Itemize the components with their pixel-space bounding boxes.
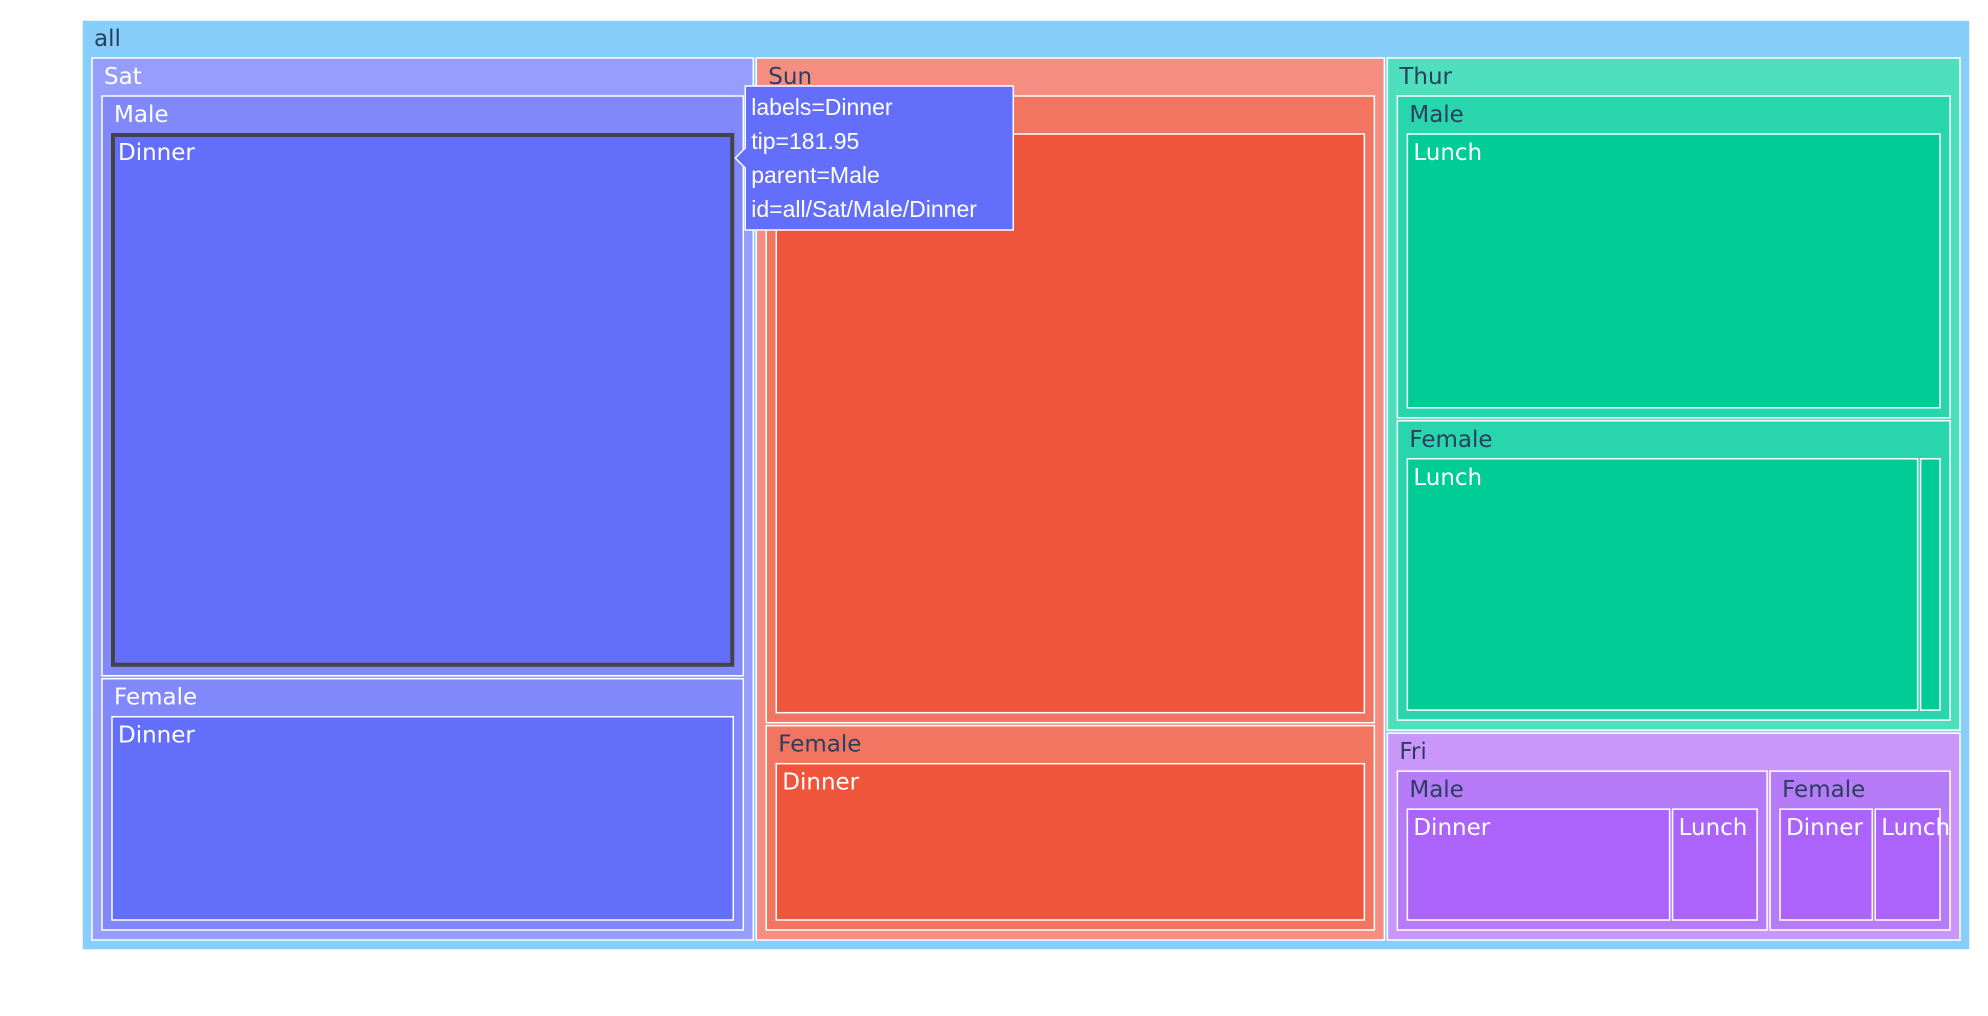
tile-label-all-thur-male: Male — [1409, 102, 1463, 128]
tile-label-all-sun-female-dinner: Dinner — [782, 770, 859, 796]
tile-label-all-fri-male: Male — [1409, 777, 1463, 803]
tooltip-line: parent=Male — [751, 162, 880, 188]
tile-label-all-fri-male-dinner: Dinner — [1413, 815, 1490, 841]
tile-label-all-fri: Fri — [1399, 739, 1426, 765]
hover-tooltip: labels=Dinner tip=181.95 parent=Male id=all… — [734, 85, 1015, 231]
tile-label-all-thur-female: Female — [1409, 427, 1492, 453]
tile-label-all-sun-female: Female — [778, 732, 861, 758]
tile-rect-all-fri-male-dinner[interactable] — [1406, 808, 1671, 921]
tile-label-all-thur: Thur — [1398, 64, 1452, 90]
tile-label-all-fri-male-lunch: Lunch — [1679, 815, 1748, 841]
tile-label-all-sat-male-dinner: Dinner — [118, 140, 195, 166]
tile-rect-all-fri-female-lunch[interactable] — [1874, 808, 1941, 921]
tile-rect-all-sun-female-dinner[interactable] — [775, 762, 1366, 921]
tooltip-line: labels=Dinner — [751, 94, 893, 120]
tooltip-box — [734, 85, 1015, 231]
tooltip-line: tip=181.95 — [751, 128, 859, 154]
tile-rect-all-sat-male-dinner[interactable] — [111, 133, 735, 667]
tile-rect-all-thur-female-lunch[interactable] — [1406, 458, 1919, 711]
tile-all-fri-female-lunch[interactable]: Lunch — [1874, 808, 1950, 921]
tile-all-thur-female-dinner[interactable] — [1919, 458, 1941, 711]
tile-all-sat-male-dinner[interactable]: Dinner — [111, 133, 735, 667]
selected-tile-outline — [111, 133, 735, 667]
tile-rect-all-sat-female-dinner[interactable] — [111, 715, 735, 921]
tile-all-fri-male-lunch[interactable]: Lunch — [1671, 808, 1758, 921]
tile-label-all-sat: Sat — [104, 64, 142, 90]
tile-label-all-fri-female-dinner: Dinner — [1786, 815, 1863, 841]
tile-rect-all-thur-female-dinner[interactable] — [1919, 458, 1941, 711]
tile-label-all-sat-male: Male — [114, 102, 168, 128]
tile-all-thur-male-lunch[interactable]: Lunch — [1406, 133, 1941, 409]
tile-label-all-fri-female: Female — [1782, 777, 1865, 803]
tile-label-all-sat-female-dinner: Dinner — [118, 723, 195, 749]
tile-all-sat-female-dinner[interactable]: Dinner — [111, 715, 735, 921]
tile-label-all-fri-female-lunch: Lunch — [1881, 815, 1950, 841]
tile-all-fri-female-dinner[interactable]: Dinner — [1779, 808, 1874, 921]
tile-rect-all-thur-male-lunch[interactable] — [1406, 133, 1941, 409]
tile-all-fri-male-dinner[interactable]: Dinner — [1406, 808, 1671, 921]
tooltip-line: id=all/Sat/Male/Dinner — [751, 196, 977, 222]
tile-rect-all-fri-male-lunch[interactable] — [1671, 808, 1758, 921]
treemap-nodes: allSatMaleDinnerFemaleDinnerSunMaleDinne… — [81, 19, 1971, 951]
tile-label-all-sat-female: Female — [114, 685, 197, 711]
tile-label-all-thur-female-lunch: Lunch — [1413, 465, 1482, 491]
tile-label-all: all — [94, 26, 121, 52]
tile-label-all-thur-male-lunch: Lunch — [1413, 140, 1482, 166]
tile-all-thur-female-lunch[interactable]: Lunch — [1406, 458, 1919, 711]
tile-rect-all-fri-female-dinner[interactable] — [1779, 808, 1874, 921]
tile-all-sun-female-dinner[interactable]: Dinner — [775, 762, 1366, 921]
